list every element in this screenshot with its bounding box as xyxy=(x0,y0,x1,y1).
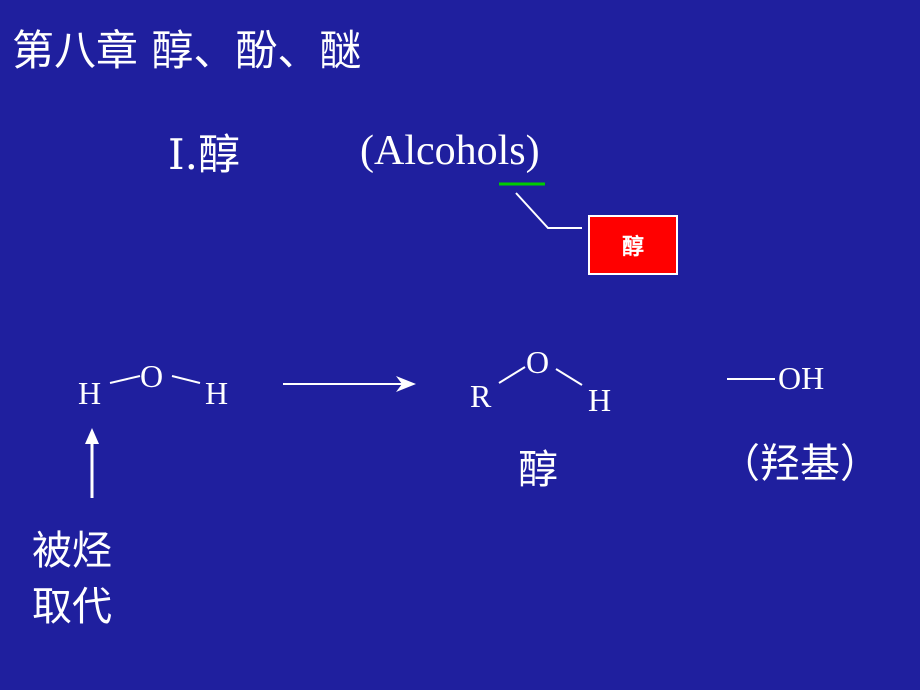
alcohol-bond-left xyxy=(498,366,526,384)
callout-leader xyxy=(515,192,582,229)
slide-title: 第八章 醇、酚、醚 xyxy=(12,26,362,75)
substitution-label: 被烃 取代 xyxy=(32,523,112,635)
reaction-arrow-head xyxy=(396,376,416,392)
alcohol-hydrogen: H xyxy=(588,382,612,418)
hydroxyl-formula: OH xyxy=(778,360,825,396)
alcohol-oxygen: O xyxy=(526,344,550,380)
water-right-hydrogen: H xyxy=(205,375,229,411)
alcohol-bond-right xyxy=(555,368,583,386)
substitution-line-1: 被烃 xyxy=(32,528,112,574)
english-term: (Alcohols) xyxy=(360,128,540,174)
alcohol-name: 醇 xyxy=(518,447,558,493)
water-left-hydrogen: H xyxy=(78,375,102,411)
alcohol-r-group: R xyxy=(470,378,492,414)
water-bond-left xyxy=(109,375,141,384)
callout-box: 醇 xyxy=(588,215,678,275)
substitution-line-2: 取代 xyxy=(32,584,112,630)
section-heading: I.醇 xyxy=(168,130,240,179)
substitution-arrow-head xyxy=(85,428,99,444)
water-bond-right xyxy=(171,375,201,384)
callout-label: 醇 xyxy=(621,235,644,260)
hydroxyl-name: （羟基） xyxy=(720,441,880,487)
water-oxygen: O xyxy=(140,358,164,394)
